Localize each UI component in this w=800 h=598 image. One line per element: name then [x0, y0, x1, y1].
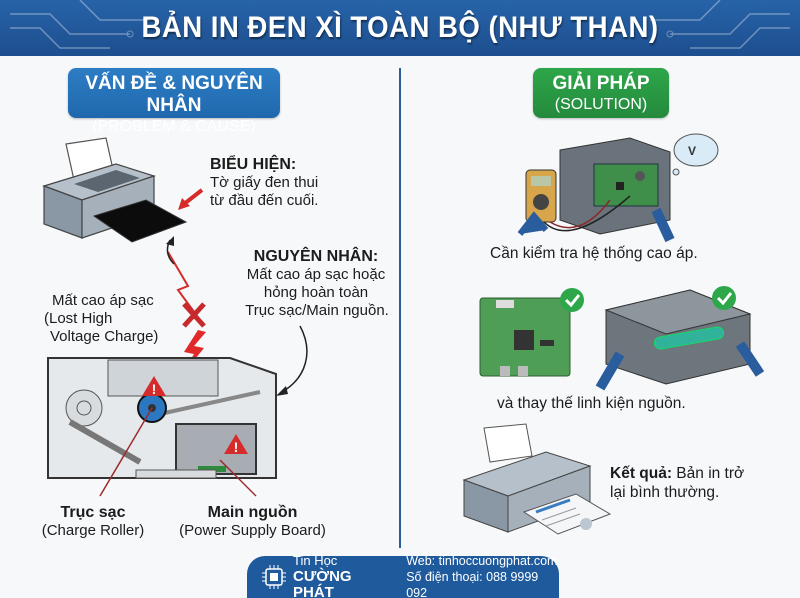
- charge-roller-title: Trục sạc: [60, 504, 126, 521]
- lost-voltage-line1: Mất cao áp sạc: [52, 292, 154, 309]
- contact-info: Web: tinhoccuongphat.com Số điện thoại: …: [406, 553, 559, 598]
- solution-badge: GIẢI PHÁP (SOLUTION): [533, 68, 669, 118]
- result-line1: Kết quả: Bản in trở: [610, 465, 744, 483]
- cause-line1: Mất cao áp sạc hoặc: [246, 266, 386, 283]
- multimeter-test-illustration: [517, 133, 719, 243]
- curved-arrow-icon: [276, 325, 308, 396]
- circuit-decoration-icon: [10, 0, 150, 49]
- chip-logo-icon: [262, 565, 286, 589]
- cause-title: NGUYÊN NHÂN:: [253, 248, 379, 265]
- symptom-title: BIỂU HIỆN:: [210, 156, 297, 173]
- red-arrow-icon: [178, 188, 204, 210]
- curved-arrow-icon: [166, 236, 175, 265]
- power-board-title: Main nguồn: [207, 504, 298, 521]
- solution-step1: Cần kiểm tra hệ thống cao áp.: [490, 245, 698, 262]
- page-title: BẢN IN ĐEN XÌ TOÀN BỘ (NHƯ THAN): [141, 11, 659, 44]
- problem-cause-subtitle: (PROBLEM & CAUSE): [92, 118, 256, 135]
- symptom-line1: Tờ giấy đen thui: [210, 174, 319, 191]
- printer-black-page-icon: [42, 137, 188, 243]
- lost-voltage-line3: Voltage Charge): [50, 328, 159, 345]
- section-divider: [399, 68, 401, 548]
- callout-lines: [99, 407, 257, 497]
- result-label: Kết quả:: [610, 465, 672, 482]
- cause-line3: Trục sạc/Main nguồn.: [245, 302, 389, 319]
- problem-cause-badge: VẤN ĐỀ & NGUYÊN NHÂN (PROBLEM & CAUSE): [68, 68, 280, 135]
- cause-line2: hỏng hoàn toàn: [263, 284, 369, 301]
- power-board-replacement-icon: [479, 288, 584, 377]
- phone-number: Số điện thoại: 088 9999 092: [406, 570, 539, 598]
- lightning-bolt-icon: [167, 251, 206, 380]
- lost-voltage-line2: (Lost High: [44, 310, 113, 327]
- power-board-subtitle: (Power Supply Board): [179, 522, 326, 539]
- solution-step2: và thay thế linh kiện nguồn.: [497, 395, 686, 412]
- solution-title: GIẢI PHÁP: [552, 73, 650, 94]
- printer-normal-output-icon: [462, 423, 612, 535]
- result-line2: lại bình thường.: [610, 484, 720, 501]
- circuit-decoration-icon: [650, 0, 790, 49]
- problem-cause-title: VẤN ĐỀ & NGUYÊN NHÂN: [85, 73, 263, 116]
- website-link[interactable]: Web: tinhoccuongphat.com: [406, 554, 558, 568]
- charge-roller-replacement-icon: [595, 286, 765, 391]
- brand-line1: Tin Học: [293, 553, 338, 568]
- charge-roller-subtitle: (Charge Roller): [41, 522, 145, 539]
- brand-line2: CƯỜNG PHÁT: [293, 568, 352, 598]
- solution-subtitle: (SOLUTION): [554, 96, 648, 113]
- svg-text:!: !: [234, 439, 239, 455]
- brand-name: Tin Học CƯỜNG PHÁT: [293, 553, 394, 598]
- voltage-glyph: V: [688, 144, 697, 158]
- header-banner: BẢN IN ĐEN XÌ TOÀN BỘ (NHƯ THAN): [0, 0, 800, 56]
- footer-bar: Tin Học CƯỜNG PHÁT Web: tinhoccuongphat.…: [247, 553, 559, 598]
- result-text: Bản in trở: [672, 465, 745, 482]
- svg-text:!: !: [152, 381, 157, 397]
- symptom-line2: từ đầu đến cuối.: [210, 192, 319, 209]
